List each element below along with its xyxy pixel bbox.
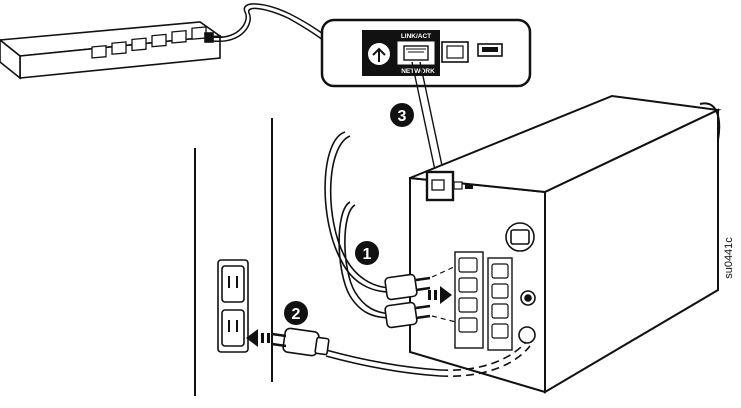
- step-marker-1: 1: [355, 241, 379, 265]
- port-label-top: LINK/ACT: [401, 33, 431, 40]
- plug-in-arrow-ups: [428, 286, 452, 304]
- figure-code: su0441c: [723, 237, 735, 279]
- ups-network-port: [425, 170, 473, 202]
- network-card-callout: LINK/ACT NETWORK: [320, 18, 532, 88]
- step-marker-2: 2: [284, 301, 308, 325]
- port-label-bottom: NETWORK: [401, 68, 435, 75]
- ups-mains-cord: [325, 341, 531, 378]
- ups-power-inlet: [505, 222, 536, 344]
- upload-arrow-icon: [372, 47, 386, 62]
- wall-outlet: [217, 259, 249, 353]
- plug-in-arrow-wall: [246, 329, 270, 347]
- equipment-cords: [324, 131, 393, 319]
- callout-leader: [411, 61, 445, 176]
- wall-edges: [194, 118, 273, 396]
- step-marker-3: 3: [390, 103, 414, 127]
- rj45-port-secondary: [441, 41, 469, 63]
- ups-outlet-panel: [454, 251, 513, 351]
- mains-plug: [271, 327, 330, 357]
- ups-outlets: [458, 257, 509, 339]
- svg-text:1: 1: [363, 246, 372, 263]
- network-switch: [0, 21, 223, 80]
- switch-cable-plug: [204, 32, 214, 43]
- rj45-port-active: [397, 41, 435, 65]
- equipment-plugs: [384, 273, 431, 329]
- svg-text:2: 2: [292, 306, 301, 323]
- svg-text:3: 3: [398, 108, 407, 125]
- plug-direction-dashes: [431, 265, 457, 323]
